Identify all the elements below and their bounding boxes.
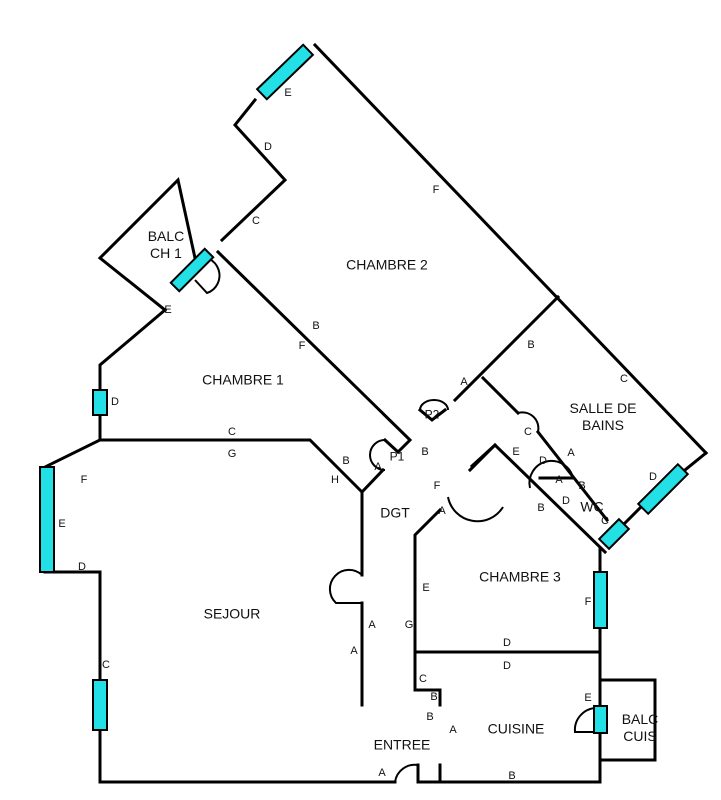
wall-label: B [426, 711, 434, 723]
window-sejour-e [39, 466, 55, 573]
room-chambre-3: CHAMBRE 3 [479, 568, 561, 585]
wall-label: B [537, 502, 545, 514]
wall-label: B [421, 446, 429, 458]
wall-label: D [562, 495, 570, 507]
room-label: BAINS [581, 417, 624, 433]
room-wc: WC [580, 498, 604, 515]
door-label-p2: P2 [424, 407, 440, 422]
wall-label: B [342, 455, 350, 467]
wall-label: A [378, 767, 386, 779]
wall-label: A [374, 461, 382, 473]
wall-label: A [460, 376, 468, 388]
wall-label: D [264, 141, 272, 153]
wall-label: D [503, 660, 511, 672]
room-label: BALC [147, 228, 185, 244]
window-cuisine [593, 705, 608, 734]
window-wc [597, 517, 631, 551]
wall-label: E [284, 87, 292, 99]
door-sdb[interactable] [517, 411, 540, 433]
room-label: CH 1 [150, 245, 182, 261]
wall-label: A [350, 645, 358, 657]
windows [39, 43, 690, 734]
wall-label: G [227, 448, 237, 460]
door-sejour[interactable] [328, 568, 363, 604]
wall-label: B [578, 480, 586, 492]
room-chambre-1: CHAMBRE 1 [202, 371, 284, 388]
wall-label: A [368, 619, 376, 631]
wall-label: B [430, 691, 438, 703]
wall-label: A [449, 724, 457, 736]
door-label-p1: P1 [389, 449, 405, 464]
door-ch3[interactable] [447, 496, 504, 523]
wall-label: D [111, 396, 119, 408]
wall-label: B [508, 770, 516, 782]
wall-label: D [539, 455, 547, 467]
door-entree[interactable] [394, 763, 419, 783]
wall-label: C [419, 673, 427, 685]
window-ch3 [593, 571, 608, 629]
window-ch2 [255, 43, 315, 101]
wall-label: F [584, 596, 592, 608]
room-label: BALC [621, 711, 659, 727]
window-sdb [636, 462, 690, 516]
door-wc[interactable] [528, 459, 574, 489]
room-cuisine: CUISINE [487, 720, 545, 737]
window-balc-ch1 [169, 247, 215, 293]
room-chambre-2: CHAMBRE 2 [346, 256, 428, 273]
wall-label: E [584, 692, 592, 704]
wall-label: E [164, 304, 172, 316]
room-entree: ENTREE [373, 736, 431, 753]
wall-label: B [312, 320, 320, 332]
wall-label: D [503, 637, 511, 649]
window-ch1 [92, 389, 108, 416]
wall-label: G [404, 619, 414, 631]
wall-label: B [527, 339, 535, 351]
window-sejour-c [92, 679, 108, 731]
wall-label: D [649, 471, 657, 483]
wall-label: F [433, 480, 441, 492]
room-sejour: SEJOUR [203, 605, 261, 622]
wall-label: C [102, 659, 110, 671]
door-balc-cuis[interactable] [573, 706, 598, 733]
wall-label: F [298, 340, 306, 352]
wall-label: E [512, 446, 520, 458]
wall-label: C [620, 373, 628, 385]
room-label: SALLE DE [569, 400, 637, 416]
wall-label: C [601, 515, 609, 527]
door-p2[interactable] [419, 399, 449, 411]
wall-label: C [524, 426, 532, 438]
room-label: CUIS [623, 728, 657, 744]
wall-label: H [331, 474, 339, 486]
wall-label: C [252, 215, 260, 227]
wall-label: D [78, 561, 86, 573]
room-dgt: DGT [380, 504, 410, 521]
wall-label: F [80, 474, 88, 486]
wall-label: C [228, 426, 236, 438]
wall-label: A [555, 474, 563, 486]
wall-label: A [438, 505, 446, 517]
wall-label: F [432, 184, 440, 196]
wall-label: E [58, 518, 66, 530]
wall-label: A [567, 447, 575, 459]
door-p1[interactable] [369, 439, 386, 471]
wall-label: E [422, 582, 430, 594]
